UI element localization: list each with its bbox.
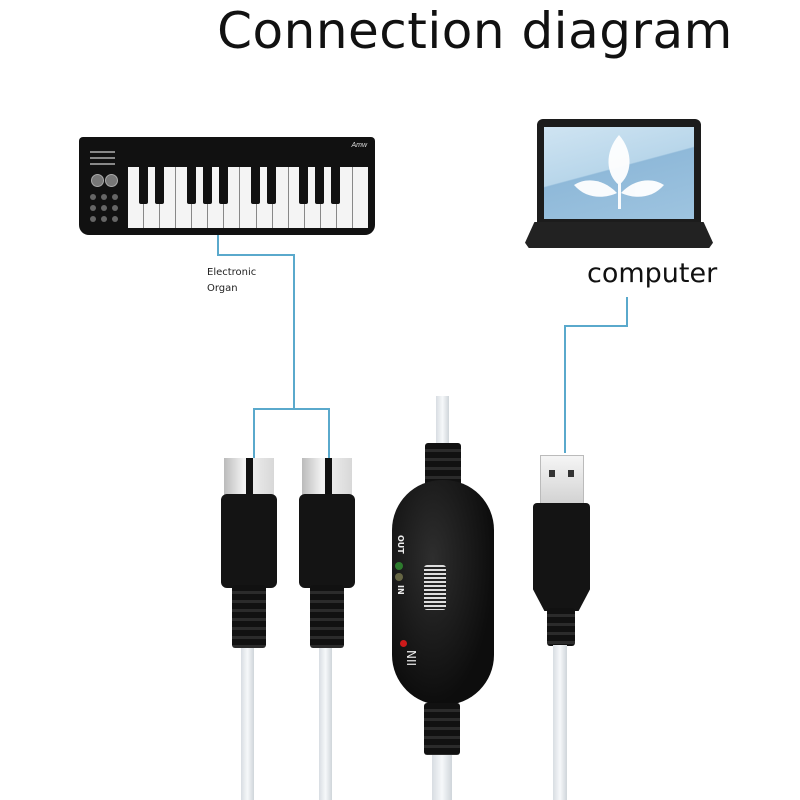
- laptop-screen: [544, 127, 694, 219]
- slider-bar-icon: [90, 163, 115, 165]
- connector-line: [253, 408, 255, 458]
- usb-strain-relief: [547, 608, 575, 646]
- connector-line: [626, 297, 628, 327]
- midi-plug-body: [299, 494, 355, 588]
- brand-mark: Amw: [351, 142, 367, 149]
- cable: [432, 755, 452, 800]
- slider-bar-icon: [90, 151, 115, 153]
- connector-line: [328, 408, 330, 458]
- logo-icon: [424, 565, 446, 610]
- midi-strain-relief: [232, 585, 266, 648]
- midi-plug-body: [221, 494, 277, 588]
- model-text: NII: [404, 650, 418, 667]
- connector-line: [253, 408, 330, 410]
- laptop-keyboard-base: [525, 222, 713, 248]
- pad-button-icon: [112, 216, 118, 222]
- cable: [241, 648, 254, 800]
- strain-relief: [424, 703, 460, 755]
- pad-button-icon: [112, 205, 118, 211]
- knob-icon: [105, 174, 118, 187]
- in-label: IN: [396, 585, 405, 595]
- in-led-icon: [395, 573, 403, 581]
- computer-label: computer: [587, 258, 718, 289]
- pad-button-icon: [101, 205, 107, 211]
- keyboard-label-line1: Electronic: [207, 267, 257, 278]
- laptop: [537, 119, 701, 222]
- electronic-organ-keyboard: Amw: [79, 137, 375, 235]
- keyboard-label-line2: Organ: [207, 283, 238, 294]
- power-led-icon: [400, 640, 407, 647]
- usb-plug-body: [533, 503, 590, 611]
- connector-line: [217, 235, 219, 255]
- pad-button-icon: [90, 194, 96, 200]
- connector-line: [217, 254, 295, 256]
- knob-icon: [91, 174, 104, 187]
- connector-line: [564, 325, 566, 453]
- usb-connector: [540, 455, 584, 505]
- leaf-icon: [574, 135, 664, 209]
- midi-strain-relief: [310, 585, 344, 648]
- pad-button-icon: [90, 216, 96, 222]
- keyboard-label: Electronic Organ: [207, 265, 256, 297]
- connector-line: [293, 254, 295, 409]
- pad-button-icon: [112, 194, 118, 200]
- piano-keys: [128, 167, 368, 228]
- out-led-icon: [395, 562, 403, 570]
- cable: [319, 648, 332, 800]
- cable: [553, 645, 567, 800]
- slider-bar-icon: [90, 157, 115, 159]
- out-label: OUT: [396, 535, 405, 554]
- pad-button-icon: [101, 194, 107, 200]
- cable: [436, 396, 449, 446]
- pad-button-icon: [101, 216, 107, 222]
- pad-button-icon: [90, 205, 96, 211]
- page-title: Connection diagram: [217, 2, 733, 60]
- connector-line: [564, 325, 628, 327]
